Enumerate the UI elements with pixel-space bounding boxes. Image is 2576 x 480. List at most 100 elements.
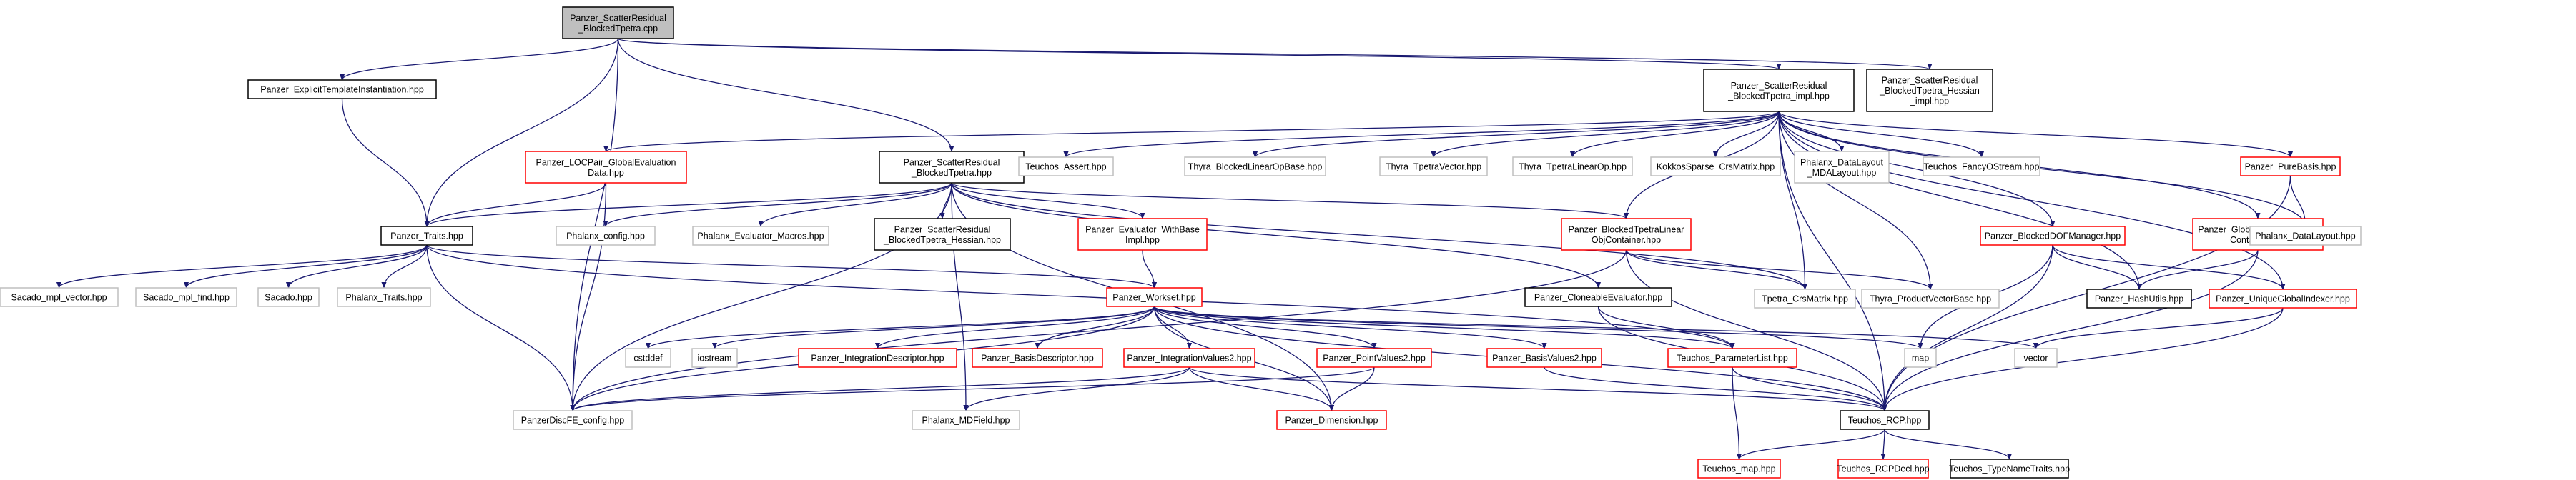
node-discfe[interactable]: PanzerDiscFE_config.hpp <box>513 410 633 430</box>
node-box-hashutils[interactable] <box>2086 289 2192 309</box>
node-box-basisdesc[interactable] <box>972 348 1103 368</box>
node-box-traits[interactable] <box>380 226 473 246</box>
node-box-smf[interactable] <box>135 287 237 307</box>
node-box-evalwb[interactable] <box>1077 218 1208 251</box>
node-cloneable[interactable]: Panzer_CloneableEvaluator.hpp <box>1524 287 1672 307</box>
node-box-thyratv[interactable] <box>1379 156 1488 176</box>
node-traits[interactable]: Panzer_Traits.hpp <box>380 226 473 246</box>
node-kokkos[interactable]: KokkosSparse_CrsMatrix.hpp <box>1650 156 1781 176</box>
node-box-paramlist[interactable] <box>1667 348 1797 368</box>
node-basisvals[interactable]: Panzer_BasisValues2.hpp <box>1486 348 1602 368</box>
node-pointvals[interactable]: Panzer_PointValues2.hpp <box>1316 348 1432 368</box>
node-box-smv[interactable] <box>0 287 119 307</box>
node-box-explicit[interactable] <box>247 79 437 99</box>
node-box-thyrablo[interactable] <box>1184 156 1326 176</box>
node-ugi[interactable]: Panzer_UniqueGlobalIndexer.hpp <box>2209 289 2357 309</box>
node-mdfield[interactable]: Phalanx_MDField.hpp <box>912 410 1020 430</box>
node-rcp[interactable]: Teuchos_RCP.hpp <box>1840 410 1930 430</box>
node-box-vector[interactable] <box>2014 348 2058 368</box>
node-box-root[interactable] <box>562 6 674 39</box>
node-box-pointvals[interactable] <box>1316 348 1432 368</box>
node-thyratv[interactable]: Thyra_TpetraVector.hpp <box>1379 156 1488 176</box>
node-box-intvals[interactable] <box>1123 348 1255 368</box>
node-sacado[interactable]: Sacado.hpp <box>257 287 320 307</box>
node-box-mdfield[interactable] <box>912 410 1020 430</box>
node-smv[interactable]: Sacado_mpl_vector.hpp <box>0 287 119 307</box>
node-box-dimension[interactable] <box>1276 410 1387 430</box>
edge-traits-to-paramlist <box>426 244 1735 349</box>
node-box-phdatalayout[interactable] <box>2249 226 2362 246</box>
node-box-thyratlo[interactable] <box>1512 156 1633 176</box>
node-map[interactable]: map <box>1904 348 1937 368</box>
node-thyrablo[interactable]: Thyra_BlockedLinearOpBase.hpp <box>1184 156 1326 176</box>
node-explicit[interactable]: Panzer_ExplicitTemplateInstantiation.hpp <box>247 79 437 99</box>
node-box-fancy[interactable] <box>1923 156 2040 176</box>
node-box-btloc[interactable] <box>1561 218 1692 251</box>
node-workset[interactable]: Panzer_Workset.hpp <box>1106 287 1203 307</box>
node-box-workset[interactable] <box>1106 287 1203 307</box>
node-phdatalayout[interactable]: Phalanx_DataLayout.hpp <box>2249 226 2362 246</box>
node-scatterhess[interactable]: Panzer_ScatterResidual_BlockedTpetra_Hes… <box>874 218 1011 251</box>
node-vector[interactable]: vector <box>2014 348 2058 368</box>
node-intvals[interactable]: Panzer_IntegrationValues2.hpp <box>1123 348 1255 368</box>
node-box-phconfig[interactable] <box>556 226 656 246</box>
node-box-tassert[interactable] <box>1018 156 1114 176</box>
node-box-locpair[interactable] <box>525 151 687 184</box>
node-impl[interactable]: Panzer_ScatterResidual_BlockedTpetra_imp… <box>1703 69 1855 112</box>
node-smf[interactable]: Sacado_mpl_find.hpp <box>135 287 237 307</box>
node-box-scatterhess[interactable] <box>874 218 1011 251</box>
node-scatterhpp[interactable]: Panzer_ScatterResidual_BlockedTpetra.hpp <box>879 151 1025 184</box>
node-thyrapvb[interactable]: Thyra_ProductVectorBase.hpp <box>1861 289 2000 309</box>
node-bdofm[interactable]: Panzer_BlockedDOFManager.hpp <box>1980 226 2126 246</box>
node-dimension[interactable]: Panzer_Dimension.hpp <box>1276 410 1387 430</box>
node-box-typename[interactable] <box>1950 459 2069 479</box>
node-cstddef[interactable]: cstddef <box>625 348 671 368</box>
node-paramlist[interactable]: Teuchos_ParameterList.hpp <box>1667 348 1797 368</box>
node-box-phdl[interactable] <box>1794 151 1890 184</box>
node-tpetracrs[interactable]: Tpetra_CrsMatrix.hpp <box>1754 289 1856 309</box>
node-phconfig[interactable]: Phalanx_config.hpp <box>556 226 656 246</box>
node-box-impl[interactable] <box>1703 69 1855 112</box>
node-basisdesc[interactable]: Panzer_BasisDescriptor.hpp <box>972 348 1103 368</box>
node-root[interactable]: Panzer_ScatterResidual_BlockedTpetra.cpp <box>562 6 674 39</box>
node-box-tmap[interactable] <box>1697 459 1781 479</box>
node-box-bdofm[interactable] <box>1980 226 2126 246</box>
node-iostream[interactable]: iostream <box>691 348 738 368</box>
node-box-rcp[interactable] <box>1840 410 1930 430</box>
node-box-thyrapvb[interactable] <box>1861 289 2000 309</box>
node-hessimpl[interactable]: Panzer_ScatterResidual_BlockedTpetra_Hes… <box>1866 69 1993 112</box>
node-box-hessimpl[interactable] <box>1866 69 1993 112</box>
node-fancy[interactable]: Teuchos_FancyOStream.hpp <box>1923 156 2040 176</box>
node-box-tpetracrs[interactable] <box>1754 289 1856 309</box>
node-box-iostream[interactable] <box>691 348 738 368</box>
node-rcpdecl[interactable]: Teuchos_RCPDecl.hpp <box>1837 459 1930 479</box>
node-box-rcpdecl[interactable] <box>1837 459 1929 479</box>
node-box-cstddef[interactable] <box>625 348 671 368</box>
node-box-map[interactable] <box>1904 348 1937 368</box>
node-box-scatterhpp[interactable] <box>879 151 1025 184</box>
node-phmacros[interactable]: Phalanx_Evaluator_Macros.hpp <box>692 226 829 246</box>
node-thyratlo[interactable]: Thyra_TpetraLinearOp.hpp <box>1512 156 1633 176</box>
node-intdesc[interactable]: Panzer_IntegrationDescriptor.hpp <box>798 348 957 368</box>
node-tassert[interactable]: Teuchos_Assert.hpp <box>1018 156 1114 176</box>
node-box-cloneable[interactable] <box>1524 287 1672 307</box>
node-box-ugi[interactable] <box>2209 289 2357 309</box>
node-box-sacado[interactable] <box>257 287 320 307</box>
node-box-intdesc[interactable] <box>798 348 957 368</box>
node-btloc[interactable]: Panzer_BlockedTpetraLinearObjContainer.h… <box>1561 218 1692 251</box>
node-phtraits[interactable]: Phalanx_Traits.hpp <box>337 287 431 307</box>
node-box-phtraits[interactable] <box>337 287 431 307</box>
node-purebasis[interactable]: Panzer_PureBasis.hpp <box>2240 156 2341 176</box>
node-phdl[interactable]: Phalanx_DataLayout_MDALayout.hpp <box>1794 151 1890 184</box>
node-box-kokkos[interactable] <box>1650 156 1781 176</box>
node-box-basisvals[interactable] <box>1486 348 1602 368</box>
node-box-discfe[interactable] <box>513 410 633 430</box>
node-hashutils[interactable]: Panzer_HashUtils.hpp <box>2086 289 2192 309</box>
edge-impl-to-thyrapvb <box>1778 111 1933 290</box>
node-box-phmacros[interactable] <box>692 226 829 246</box>
node-box-purebasis[interactable] <box>2240 156 2341 176</box>
node-tmap[interactable]: Teuchos_map.hpp <box>1697 459 1781 479</box>
node-typename[interactable]: Teuchos_TypeNameTraits.hpp <box>1949 459 2070 479</box>
